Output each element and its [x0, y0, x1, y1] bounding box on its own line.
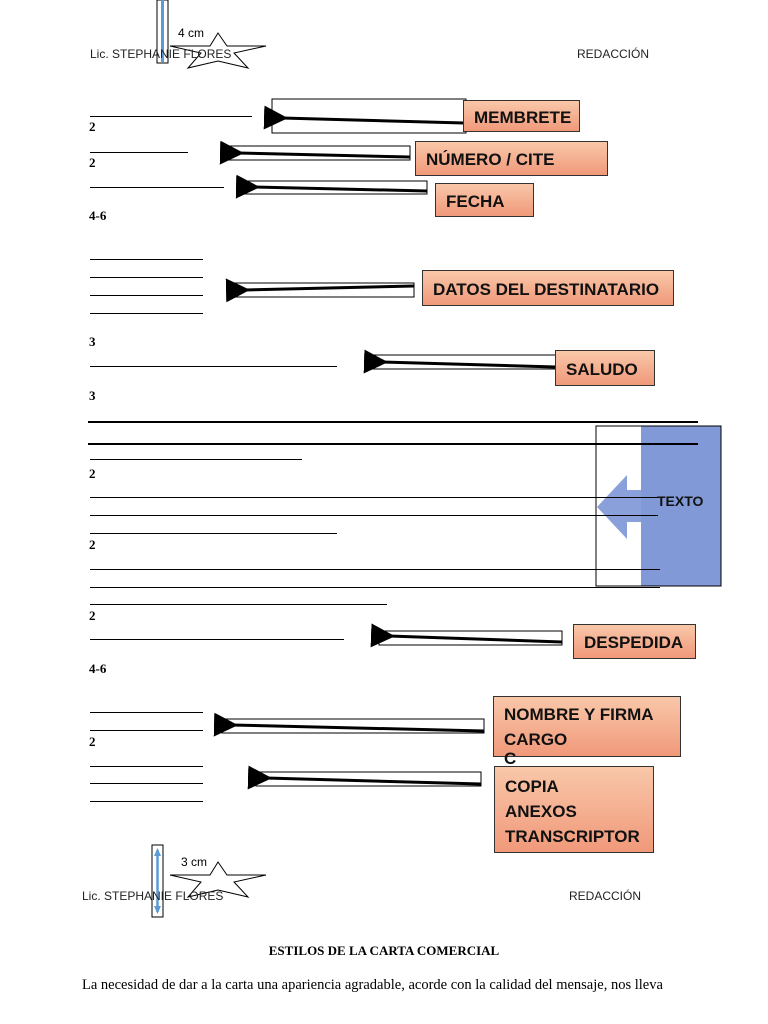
label-saludo: SALUDO — [555, 350, 655, 386]
bottom-margin-label: 3 cm — [181, 855, 208, 869]
spacing-label: 2 — [89, 119, 96, 134]
margin-indicator-bottom — [151, 844, 267, 918]
star-icon — [169, 32, 267, 69]
section-title: ESTILOS DE LA CARTA COMERCIAL — [268, 943, 500, 958]
header-subject-2: REDACCIÓN — [569, 889, 642, 903]
texto-graphic — [595, 425, 722, 587]
header-author-2: Lic. STEPHANIE FLORES — [82, 889, 224, 903]
spacing-label: 2 — [89, 537, 96, 552]
label-despedida: DESPEDIDA — [573, 624, 696, 659]
spacing-label: 3 — [89, 388, 96, 403]
label-membrete: MEMBRETE — [463, 100, 580, 132]
spacing-label: 4-6 — [89, 661, 107, 676]
spacing-label: 2 — [89, 155, 96, 170]
spacing-label: 4-6 — [89, 208, 107, 223]
label-datos-destinatario: DATOS DEL DESTINATARIO — [422, 270, 674, 306]
header-subject: REDACCIÓN — [577, 47, 650, 61]
left-arrow-icon — [597, 475, 641, 539]
spacing-label: 2 — [89, 734, 96, 749]
label-texto: TEXTO — [657, 493, 704, 509]
margin-indicator-top — [156, 0, 267, 69]
star-icon — [169, 861, 267, 898]
label-numero-cite: NÚMERO / CITE — [415, 141, 608, 176]
spacing-label: 3 — [89, 334, 96, 349]
spacing-label: 2 — [89, 466, 96, 481]
top-margin-label: 4 cm — [178, 26, 205, 40]
spacing-label: 2 — [89, 608, 96, 623]
label-fecha: FECHA — [435, 183, 534, 217]
body-paragraph: La necesidad de dar a la carta una apari… — [82, 977, 663, 993]
header-author: Lic. STEPHANIE FLORES — [90, 47, 232, 61]
arrows — [213, 98, 563, 790]
